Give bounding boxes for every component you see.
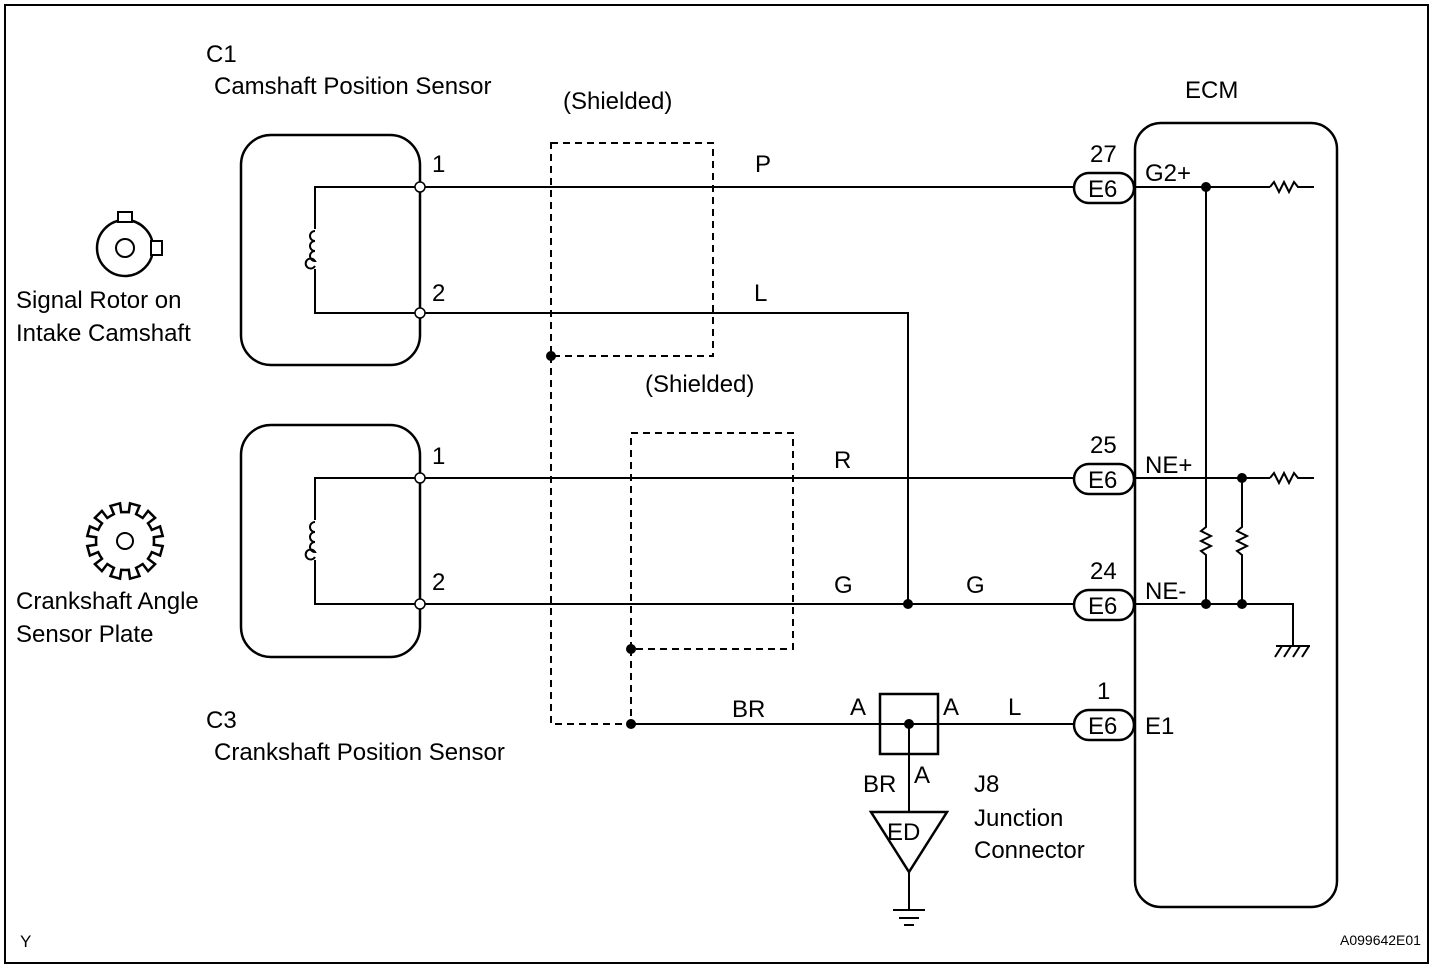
crank-sensor-plate-icon xyxy=(85,501,165,581)
cmp-pin1-node xyxy=(414,181,426,193)
svg-text:E6: E6 xyxy=(1088,467,1117,494)
wire-l-bottom-label: L xyxy=(1008,694,1021,721)
shield-top-splice xyxy=(546,351,556,361)
ckp-coil-icon xyxy=(304,520,325,561)
ckp-pin1-label: 1 xyxy=(432,443,445,470)
wire-br-down-label: BR xyxy=(863,771,896,798)
shield-box-top xyxy=(550,142,714,357)
diagram-border xyxy=(4,4,1429,964)
shield-label-top: (Shielded) xyxy=(563,88,672,115)
junction-pin-bottom: A xyxy=(914,762,930,789)
ecm-ne-minus-splice-1 xyxy=(1201,599,1211,609)
ckp-pin2-label: 2 xyxy=(432,569,445,596)
cmp-sensor-code: C1 xyxy=(206,41,237,68)
junction-pin-left: A xyxy=(850,694,866,721)
cam-rotor-label-2: Intake Camshaft xyxy=(16,320,191,347)
cmp-sensor-body xyxy=(239,133,422,367)
ckp-sensor-body xyxy=(239,423,422,659)
ecm-title: ECM xyxy=(1185,77,1238,104)
ecm-ne-minus-line xyxy=(1135,603,1294,646)
ecm-pin-25: 25 xyxy=(1090,432,1117,459)
junction-name-2: Connector xyxy=(974,837,1085,864)
ecm-pin-24: 24 xyxy=(1090,558,1117,585)
ecm-terminal-neminus: NE- xyxy=(1145,578,1186,605)
wire-r-label: R xyxy=(834,447,851,474)
ecm-terminal-e1: E1 xyxy=(1145,713,1174,740)
junction-code: J8 xyxy=(974,771,999,798)
cam-rotor-label-1: Signal Rotor on xyxy=(16,287,181,314)
ecm-ground-icon xyxy=(1274,645,1310,658)
ecm-ne-minus-splice-2 xyxy=(1237,599,1247,609)
ecm-connector-24: E6 xyxy=(1072,588,1136,622)
ecm-terminal-g2plus: G2+ xyxy=(1145,160,1191,187)
ckp-sensor-name: Crankshaft Position Sensor xyxy=(214,739,505,766)
junction-name-1: Junction xyxy=(974,805,1063,832)
wire-p-label: P xyxy=(755,151,771,178)
svg-text:E6: E6 xyxy=(1088,713,1117,740)
cmp-pin2-node xyxy=(414,307,426,319)
junction-pin-right: A xyxy=(943,694,959,721)
ecm-connector-25: E6 xyxy=(1072,462,1136,496)
shield-bottom-splice xyxy=(626,644,636,654)
wire-g-splice xyxy=(903,599,913,609)
ckp-pin2-node xyxy=(414,598,426,610)
ground-point-triangle xyxy=(868,810,950,875)
cmp-sensor-name: Camshaft Position Sensor xyxy=(214,73,491,100)
footer-figure-id: A099642E01 xyxy=(1340,932,1421,948)
footer-left-code: Y xyxy=(20,932,31,951)
cam-signal-rotor-icon xyxy=(95,211,163,278)
cmp-coil-icon xyxy=(304,229,325,270)
crank-plate-label-1: Crankshaft Angle xyxy=(16,588,199,615)
shield-label-bottom: (Shielded) xyxy=(645,371,754,398)
ecm-pin-27: 27 xyxy=(1090,141,1117,168)
wire-g-label-2: G xyxy=(966,572,985,599)
svg-text:E6: E6 xyxy=(1088,593,1117,620)
cmp-pin2-label: 2 xyxy=(432,280,445,307)
ecm-ne-plus-resistor xyxy=(1269,470,1314,486)
crank-plate-label-2: Sensor Plate xyxy=(16,621,153,648)
shield-box-bottom xyxy=(630,432,794,650)
wire-l-top xyxy=(425,312,909,604)
svg-text:E6: E6 xyxy=(1088,176,1117,203)
ckp-sensor-code: C3 xyxy=(206,707,237,734)
ecm-box xyxy=(1133,121,1339,909)
ecm-terminal-neplus: NE+ xyxy=(1145,452,1192,479)
ecm-g2-resistor xyxy=(1269,179,1314,195)
wire-l-top-label: L xyxy=(754,280,767,307)
cmp-pin1-label: 1 xyxy=(432,151,445,178)
ground-point-label: ED xyxy=(887,819,920,846)
chassis-ground-icon xyxy=(893,909,925,926)
ecm-g2-bias-resistor xyxy=(1198,187,1214,604)
ckp-coil-loop xyxy=(314,477,420,605)
ecm-connector-27: E6 xyxy=(1072,171,1136,205)
wire-g-label-1: G xyxy=(834,572,853,599)
cmp-coil-loop xyxy=(314,186,420,314)
ecm-connector-1: E6 xyxy=(1072,708,1136,742)
shield-drain-wire-top xyxy=(550,356,631,725)
ckp-pin1-node xyxy=(414,472,426,484)
ecm-ne-bias-resistor xyxy=(1234,478,1250,604)
ecm-pin-1: 1 xyxy=(1097,678,1110,705)
wire-br-label: BR xyxy=(732,696,765,723)
